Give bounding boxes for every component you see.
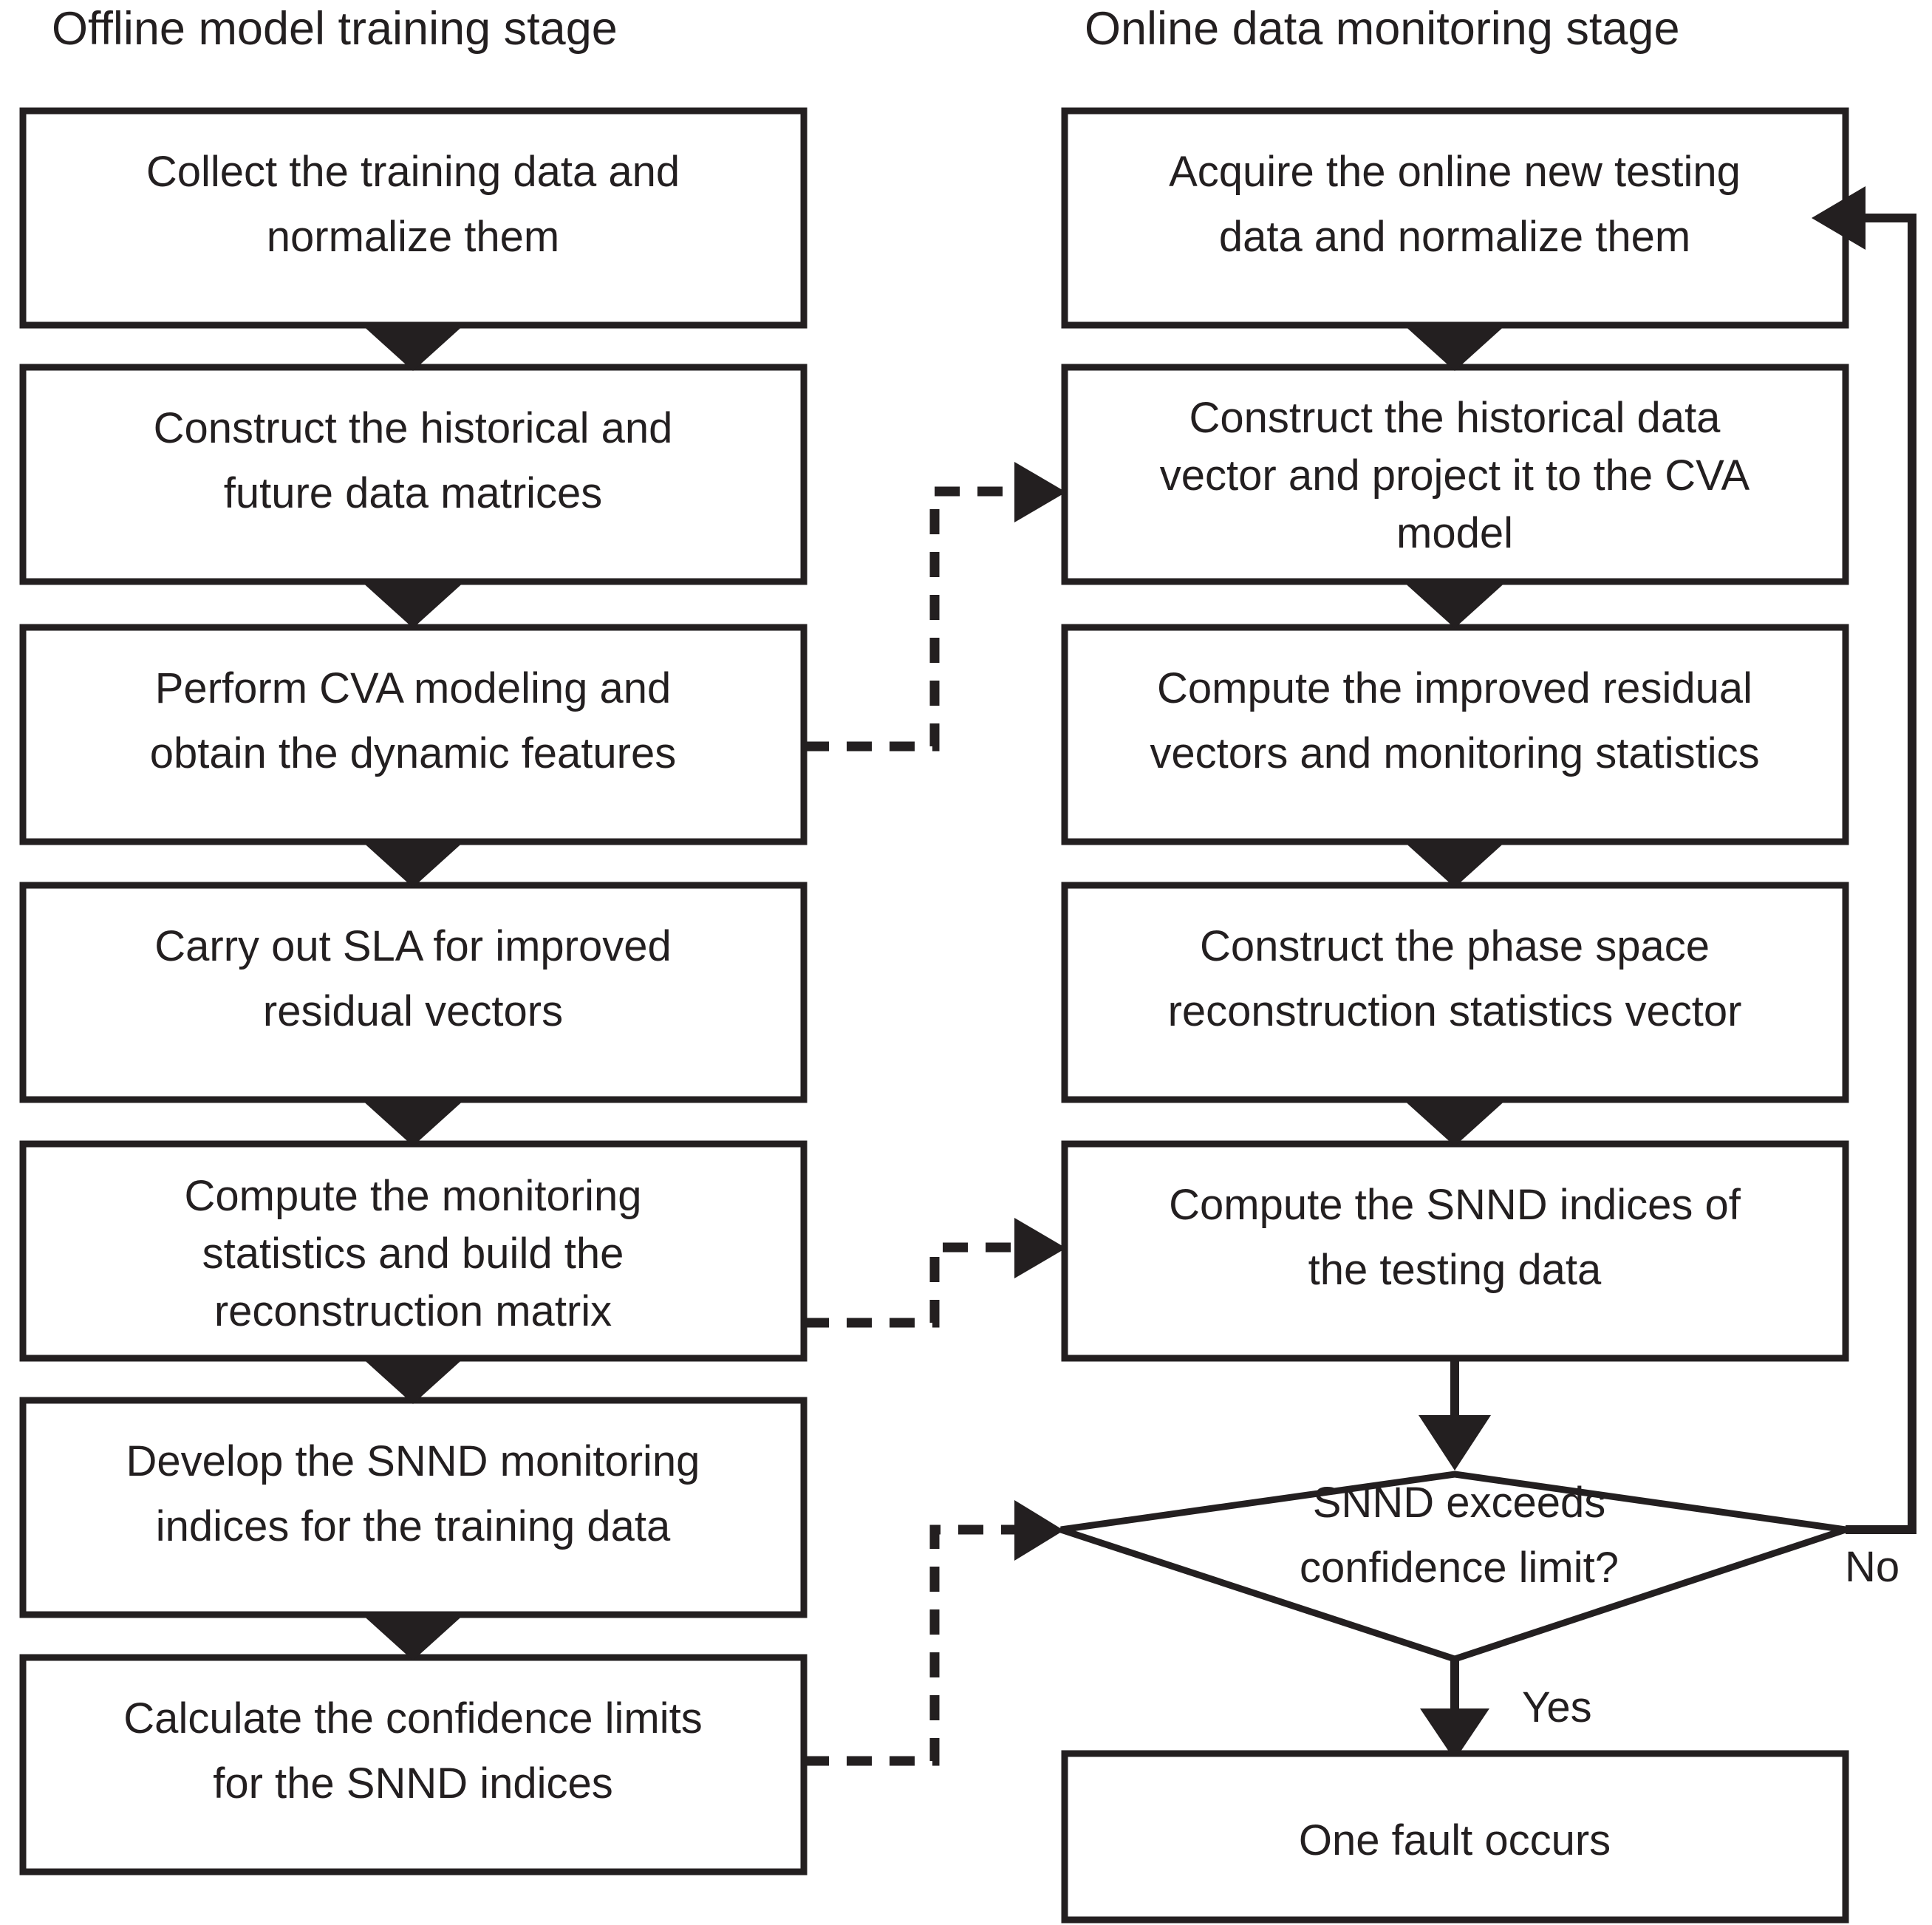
edge-label-yes: Yes xyxy=(1522,1683,1592,1731)
arrow-construct-to-cva xyxy=(360,580,466,628)
node-construct-matrices-line1: Construct the historical and xyxy=(154,404,673,452)
node-compute-snnd-testing[interactable] xyxy=(1061,1140,1849,1362)
node-construct-historical-vector-line3: model xyxy=(1396,509,1513,557)
node-calculate-confidence-limits-line2: for the SNND indices xyxy=(213,1759,613,1808)
node-carry-out-sla-line1: Carry out SLA for improved xyxy=(154,922,672,970)
arrow-decision-yes xyxy=(1420,1708,1489,1760)
stage-title-offline: Offline model training stage xyxy=(52,3,618,55)
link-no-feedback xyxy=(1846,214,1916,1534)
node-compute-monitoring-statistics-line1: Compute the monitoring xyxy=(185,1172,642,1220)
arrow-cva-model-to-online xyxy=(1014,462,1066,522)
node-acquire-testing-data-line1: Acquire the online new testing xyxy=(1169,148,1741,196)
arrow-snnd-to-decision xyxy=(1419,1415,1491,1471)
node-construct-historical-vector-line2: vector and project it to the CVA xyxy=(1160,452,1750,500)
node-compute-residual-vectors-line1: Compute the improved residual xyxy=(1157,664,1752,712)
node-compute-snnd-testing-line1: Compute the SNND indices of xyxy=(1169,1181,1741,1229)
arrow-compute-to-develop xyxy=(360,1356,466,1404)
arrow-construct-to-residual xyxy=(1402,580,1508,628)
node-compute-residual-vectors-line2: vectors and monitoring statistics xyxy=(1150,729,1759,777)
link-limits-to-decision xyxy=(804,1524,1023,1766)
arrow-phase-space-to-snnd xyxy=(1402,1098,1508,1146)
arrow-no-feedback xyxy=(1812,186,1866,250)
node-collect-training-data[interactable] xyxy=(19,107,808,329)
node-acquire-testing-data-line2: data and normalize them xyxy=(1219,213,1690,261)
node-carry-out-sla[interactable] xyxy=(19,882,808,1103)
edge-label-no: No xyxy=(1845,1543,1899,1591)
node-snnd-decision-line2: confidence limit? xyxy=(1300,1544,1619,1592)
node-collect-training-data-line2: normalize them xyxy=(267,213,559,261)
arrow-develop-to-calculate xyxy=(360,1612,466,1660)
node-construct-phase-space-line2: reconstruction statistics vector xyxy=(1168,987,1742,1035)
node-compute-snnd-testing-line2: the testing data xyxy=(1308,1246,1602,1294)
link-reconstruction-matrix-to-snnd xyxy=(804,1242,1023,1328)
node-snnd-decision-line1: SNND exceeds xyxy=(1313,1479,1605,1527)
node-compute-monitoring-statistics-line2: statistics and build the xyxy=(202,1230,624,1278)
node-perform-cva-line2: obtain the dynamic features xyxy=(150,729,677,777)
link-cva-model-to-online xyxy=(804,486,1023,752)
node-calculate-confidence-limits[interactable] xyxy=(19,1654,808,1875)
node-construct-phase-space-line1: Construct the phase space xyxy=(1200,922,1710,970)
node-collect-training-data-line1: Collect the training data and xyxy=(146,148,680,196)
node-acquire-testing-data[interactable] xyxy=(1061,107,1849,329)
node-develop-snnd-indices-line2: indices for the training data xyxy=(156,1502,671,1550)
node-construct-historical-vector-line1: Construct the historical data xyxy=(1189,394,1721,442)
node-compute-monitoring-statistics-line3: reconstruction matrix xyxy=(214,1287,612,1335)
node-calculate-confidence-limits-line1: Calculate the confidence limits xyxy=(123,1694,702,1742)
node-construct-matrices-line2: future data matrices xyxy=(224,469,603,517)
arrow-residual-to-phase-space xyxy=(1402,839,1508,887)
arrow-limits-to-decision xyxy=(1014,1500,1064,1561)
arrow-sla-to-compute xyxy=(360,1098,466,1146)
node-one-fault-occurs-line1: One fault occurs xyxy=(1299,1816,1611,1864)
arrow-reconstruction-matrix-to-snnd xyxy=(1014,1218,1066,1278)
node-develop-snnd-indices[interactable] xyxy=(19,1397,808,1618)
node-construct-matrices[interactable] xyxy=(19,364,808,585)
node-carry-out-sla-line2: residual vectors xyxy=(263,987,563,1035)
node-develop-snnd-indices-line1: Develop the SNND monitoring xyxy=(126,1437,700,1485)
node-one-fault-occurs[interactable] xyxy=(1061,1750,1849,1924)
node-construct-phase-space[interactable] xyxy=(1061,882,1849,1103)
stage-title-online: Online data monitoring stage xyxy=(1085,3,1680,55)
node-perform-cva-line1: Perform CVA modeling and xyxy=(155,664,672,712)
node-compute-residual-vectors[interactable] xyxy=(1061,624,1849,845)
arrow-acquire-to-construct xyxy=(1402,323,1508,371)
arrow-collect-to-construct xyxy=(360,323,466,371)
arrow-cva-to-sla xyxy=(360,839,466,887)
